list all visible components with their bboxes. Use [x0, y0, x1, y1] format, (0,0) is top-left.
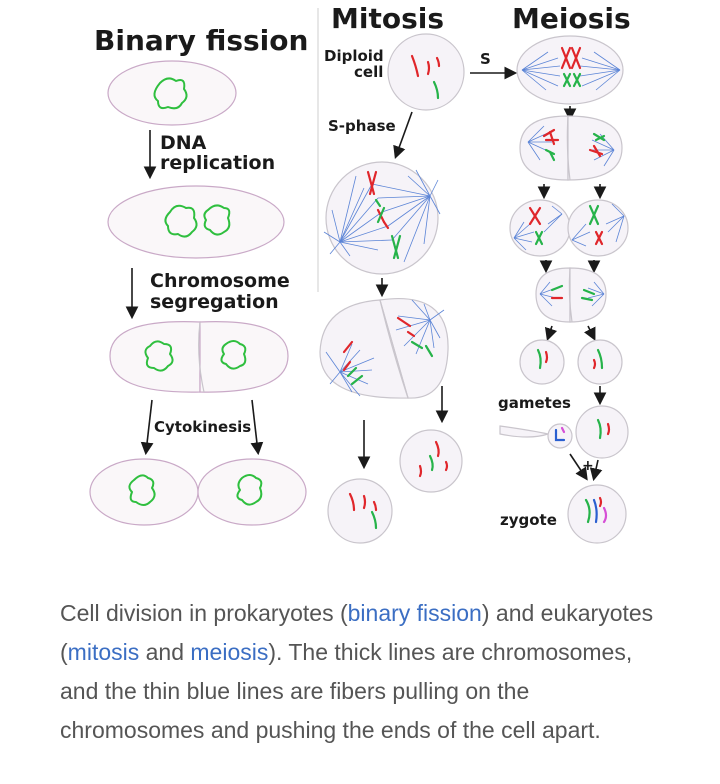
caption-text-2: ) and eukaryotes (: [60, 600, 654, 665]
label-s: S: [480, 50, 491, 68]
diploid-cell: [387, 33, 465, 111]
caption-text-3: and: [139, 639, 191, 665]
mitosis-metaphase-cell: [323, 161, 441, 275]
header-mitosis: Mitosis: [331, 2, 444, 35]
egg-cell: [575, 405, 629, 459]
label-replication: replication: [160, 152, 275, 174]
header-meiosis: Meiosis: [512, 2, 631, 35]
mitosis-anaphase-cell: [319, 298, 449, 399]
figure-caption: Cell division in prokaryotes (binary fis…: [60, 594, 670, 750]
arrow-fertilization-sperm: [569, 453, 588, 481]
label-chromosome: Chromosome: [150, 270, 290, 292]
cell-division-diagram: Binary fission Mitosis Meiosis DNA repli…: [89, 2, 631, 544]
label-dna: DNA: [160, 132, 207, 154]
label-gametes: gametes: [498, 394, 571, 412]
meiosis-1-cell: [516, 35, 624, 105]
arrow-s-phase: [393, 111, 413, 160]
label-cell: cell: [354, 63, 383, 81]
bacterium-initial: [107, 60, 237, 126]
header-binary-fission: Binary fission: [94, 24, 308, 57]
meiosis-4-cells: [535, 267, 607, 323]
link-binary-fission[interactable]: binary fission: [347, 600, 482, 626]
label-diploid: Diploid: [324, 47, 384, 65]
bacterium-replicated: [107, 185, 285, 259]
arrow-fertilization-egg: [589, 459, 603, 482]
label-zygote: zygote: [500, 511, 557, 529]
link-meiosis[interactable]: meiosis: [190, 639, 269, 665]
bacterium-daughter-left: [89, 458, 199, 526]
arrow-meiosis-4b: [583, 325, 596, 341]
bacterium-dividing: [109, 321, 289, 393]
meiosis-3-cells: [509, 199, 629, 257]
label-cytokinesis: Cytokinesis: [154, 418, 251, 436]
label-segregation: segregation: [150, 291, 279, 313]
caption-text-4: ). The thick lines are chromosomes, and …: [60, 639, 633, 743]
meiosis-gamete-cells: [519, 339, 623, 385]
mitosis-daughter-right: [399, 429, 463, 493]
mitosis-daughter-left: [327, 478, 393, 544]
sperm-cell: [499, 423, 573, 449]
label-plus: +: [582, 458, 594, 474]
arrow-meiosis-4a: [544, 325, 558, 342]
arrow-cytokinesis-left: [140, 399, 154, 456]
link-mitosis[interactable]: mitosis: [67, 639, 140, 665]
label-s-phase: S-phase: [328, 117, 396, 135]
arrow-cytokinesis-right: [250, 399, 264, 456]
zygote-cell: [567, 484, 627, 544]
bacterium-daughter-right: [197, 458, 307, 526]
meiosis-2-cell: [519, 115, 623, 181]
caption-text-1: Cell division in prokaryotes (: [60, 600, 348, 626]
